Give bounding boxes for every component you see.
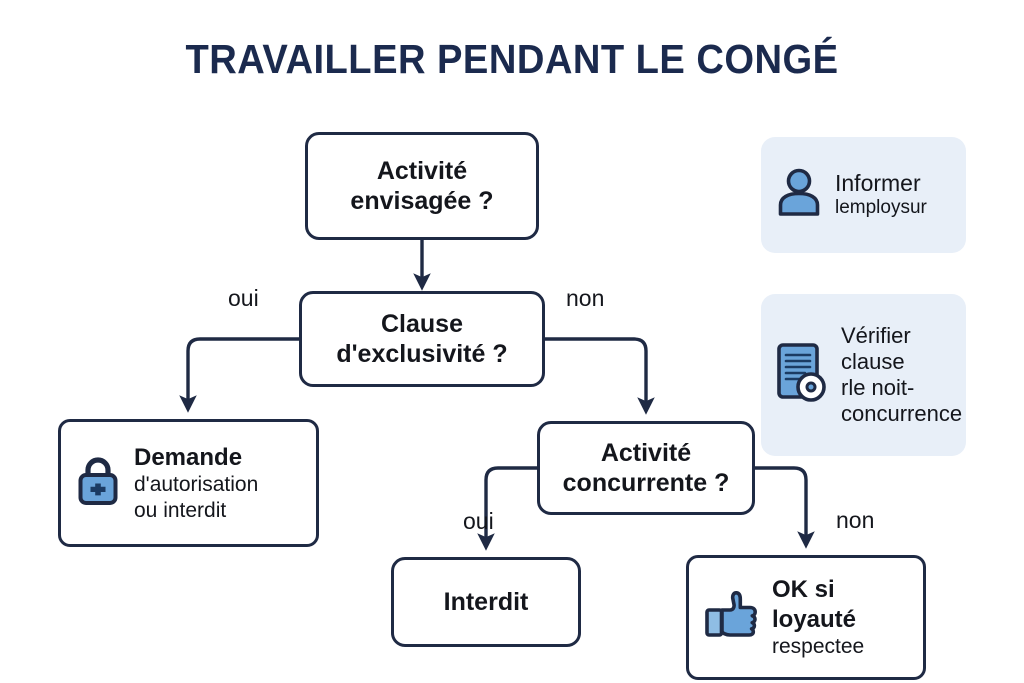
node-interdit-line1: Interdit — [443, 587, 529, 616]
node-concurrente-line1: Activité — [600, 438, 692, 467]
node-demande-line2: d'autorisation — [134, 473, 259, 497]
card-verifier-line3: rle noit- — [841, 375, 915, 400]
card-verifier-label: Vérifier clause rle noit- concurrence — [841, 323, 962, 427]
node-ok-line2: loyauté — [772, 605, 857, 633]
node-concurrente-label: Activité concurrente ? — [563, 438, 730, 499]
node-concurrente-line2: concurrente ? — [562, 469, 730, 497]
card-verifier-line1: Vérifier — [841, 323, 911, 349]
node-interdit[interactable]: Interdit — [391, 557, 581, 647]
person-icon — [775, 167, 823, 224]
card-informer-label: Informer lemploysur — [835, 170, 927, 220]
card-informer-line1: Informer — [835, 170, 921, 197]
document-disc-icon — [775, 341, 829, 410]
edge-label-concurrente-oui: oui — [463, 508, 494, 534]
node-clause-exclusivite[interactable]: Clause d'exclusivité ? — [299, 291, 545, 387]
node-activite-envisagee[interactable]: Activité envisagée ? — [305, 132, 539, 240]
page-title: TRAVAILLER PENDANT LE CONGÉ — [185, 36, 839, 82]
node-clause-label: Clause d'exclusivité ? — [336, 309, 507, 370]
node-activite-line1: Activité — [376, 156, 468, 185]
edge-label-concurrente-non: non — [836, 507, 875, 533]
edge-label-clause-oui: oui — [228, 285, 259, 311]
node-clause-line1: Clause — [381, 309, 463, 338]
node-demande-autorisation[interactable]: Demande d'autorisation ou interdit — [58, 419, 319, 547]
padlock-icon — [75, 455, 121, 512]
node-demande-line1: Demande — [134, 443, 243, 471]
node-activite-line2: envisagée ? — [350, 187, 494, 215]
card-informer-line2: lemploysur — [835, 197, 927, 219]
node-activite-label: Activité envisagée ? — [350, 156, 493, 217]
card-verifier-clause[interactable]: Vérifier clause rle noit- concurrence — [761, 294, 966, 456]
node-ok-line1: OK si — [772, 576, 835, 604]
node-demande-line3: ou interdit — [134, 498, 227, 522]
node-clause-line2: d'exclusivité ? — [336, 340, 508, 368]
card-verifier-line2: clause — [841, 349, 905, 375]
node-ok-label: OK si loyauté respectee — [772, 575, 864, 659]
node-interdit-label: Interdit — [444, 587, 529, 618]
card-informer-employeur[interactable]: Informer lemploysur — [761, 137, 966, 253]
node-ok-line3: respectee — [772, 634, 865, 658]
edge-label-clause-non: non — [566, 285, 605, 311]
node-ok-loyaute[interactable]: OK si loyauté respectee — [686, 555, 926, 680]
node-activite-concurrente[interactable]: Activité concurrente ? — [537, 421, 755, 515]
node-demande-label: Demande d'autorisation ou interdit — [134, 443, 258, 523]
card-verifier-line4: concurrence — [841, 400, 963, 426]
thumbs-up-icon — [703, 588, 759, 647]
